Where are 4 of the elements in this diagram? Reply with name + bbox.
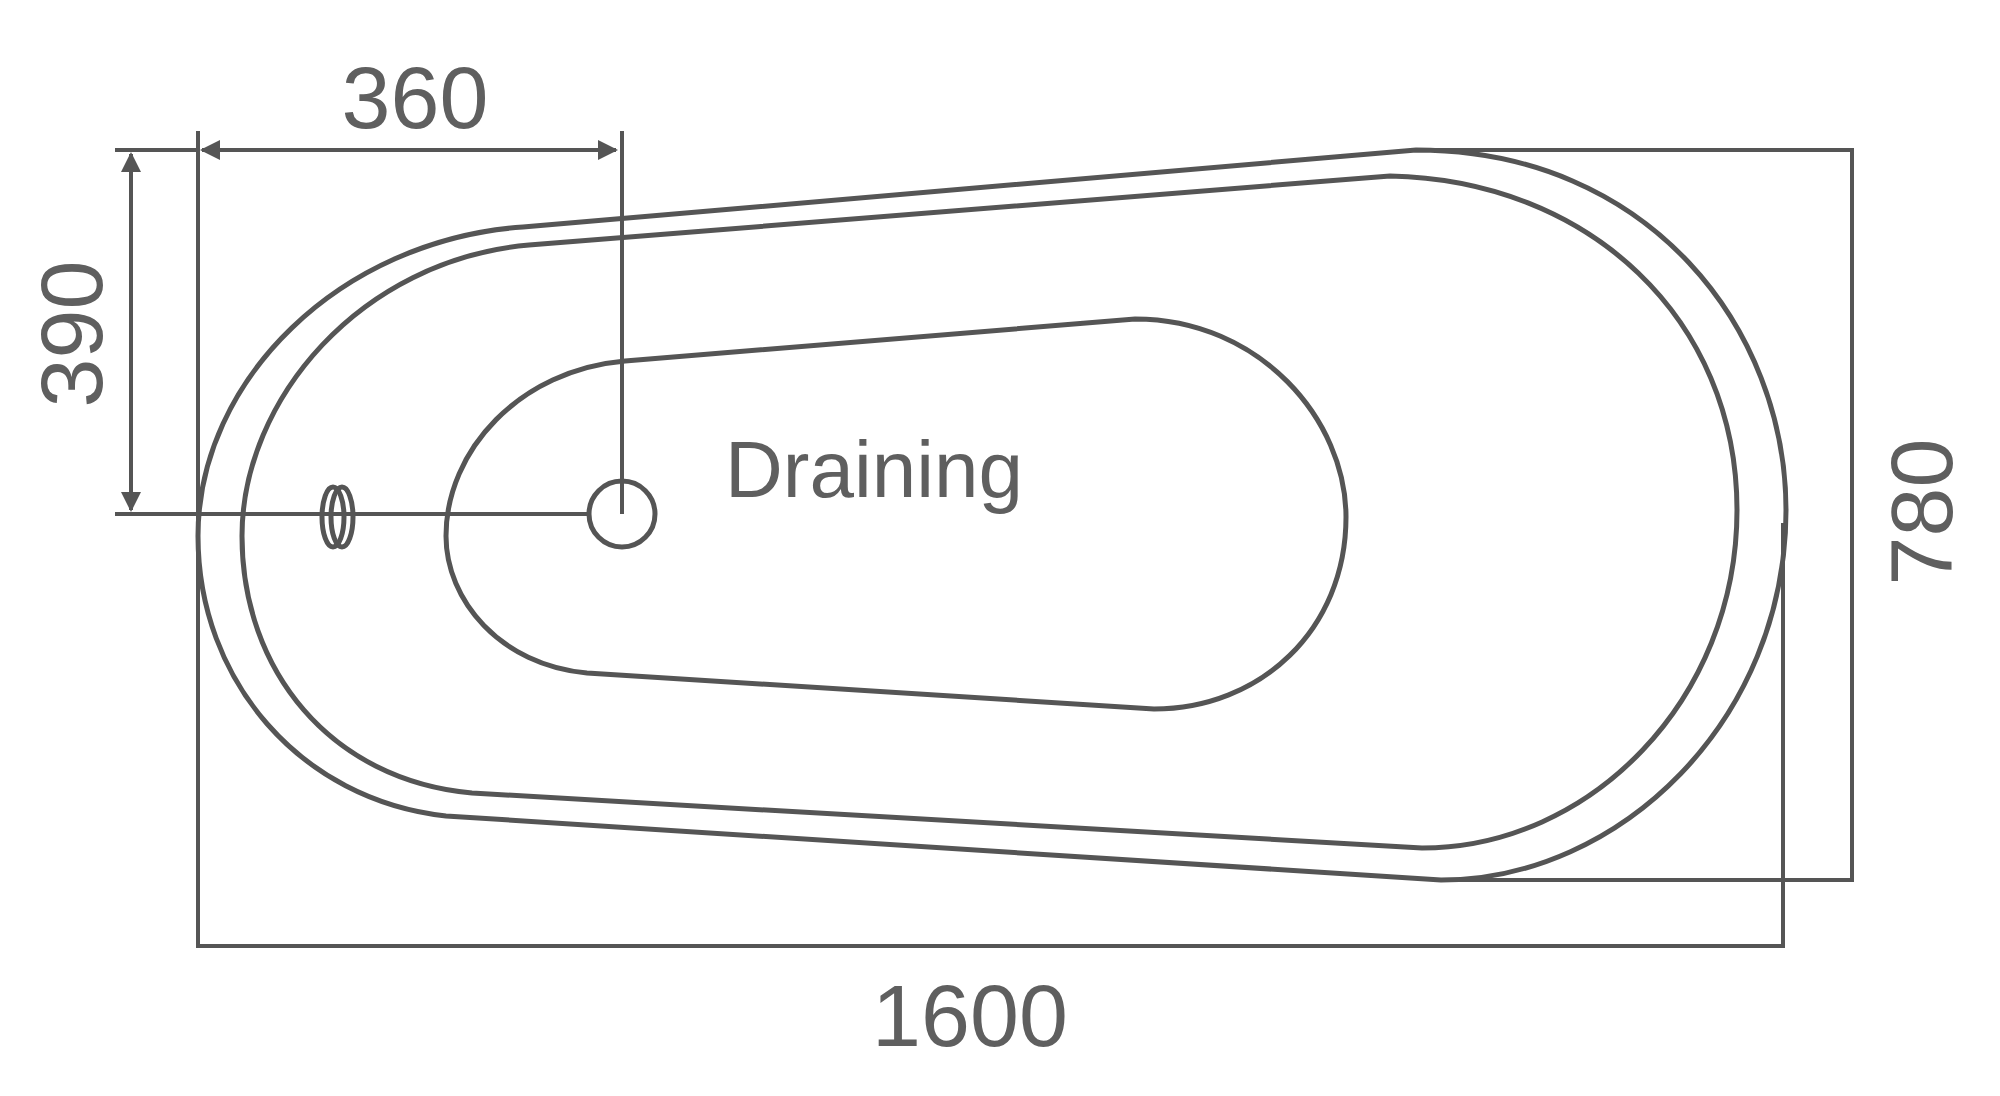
dimension-text: 1600 [872,972,1068,1060]
dimension-text: 390 [28,260,116,408]
dimension-text: 360 [341,54,489,142]
dimension-text: 780 [1878,438,1966,586]
